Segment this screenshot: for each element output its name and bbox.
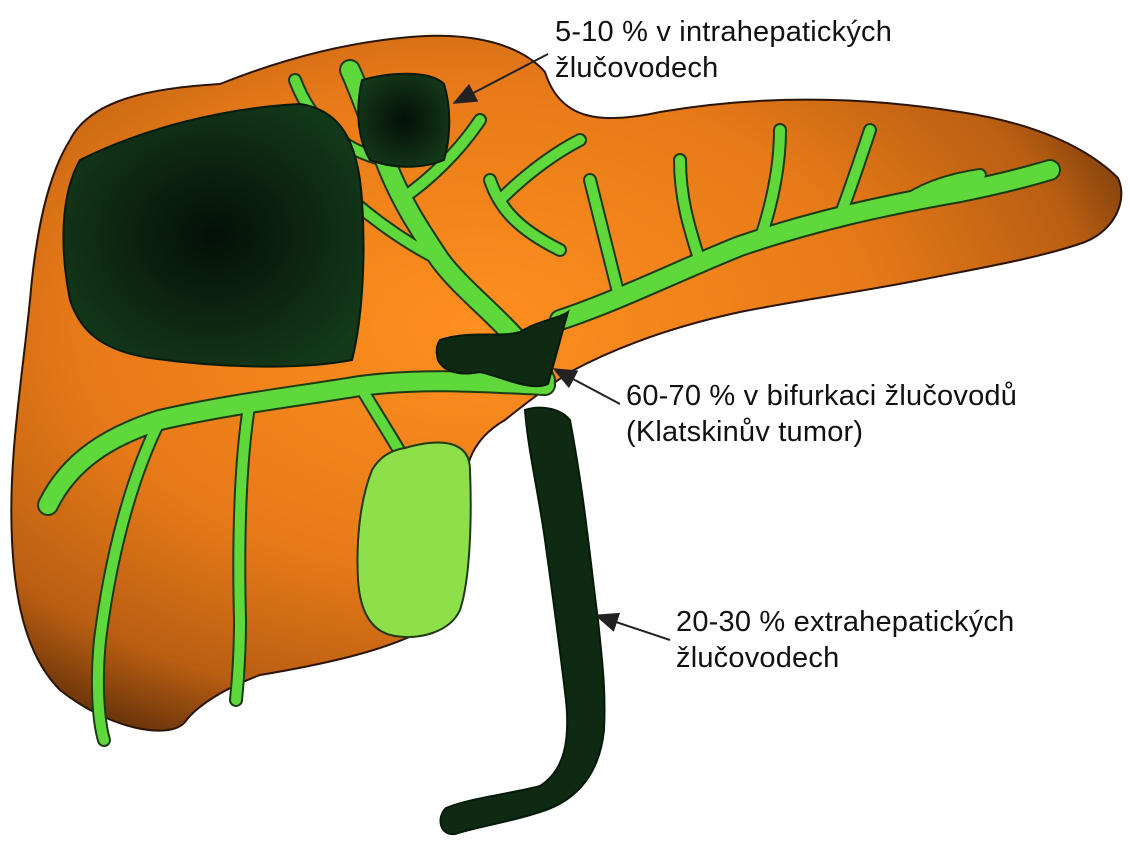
annotation-extrahepatic-line2: žlučovodech [676, 640, 1014, 676]
annotation-intrahepatic-line1: 5-10 % v intrahepatických [555, 14, 892, 50]
annotation-bifurcation-line1: 60-70 % v bifurkaci žlučovodů [626, 378, 1017, 414]
arrow-extrahepatic [598, 616, 670, 640]
annotation-intrahepatic-line2: žlučovodech [555, 50, 892, 86]
small-intrahepatic-tumor [358, 74, 449, 167]
annotation-extrahepatic: 20-30 % extrahepatických žlučovodech [676, 604, 1014, 676]
annotation-bifurcation-line2: (Klatskinův tumor) [626, 414, 1017, 450]
annotation-extrahepatic-line1: 20-30 % extrahepatických [676, 604, 1014, 640]
annotation-bifurcation: 60-70 % v bifurkaci žlučovodů (Klatskinů… [626, 378, 1017, 450]
arrow-bifurcation [556, 370, 620, 404]
gallbladder [358, 443, 471, 637]
annotation-intrahepatic: 5-10 % v intrahepatických žlučovodech [555, 14, 892, 86]
